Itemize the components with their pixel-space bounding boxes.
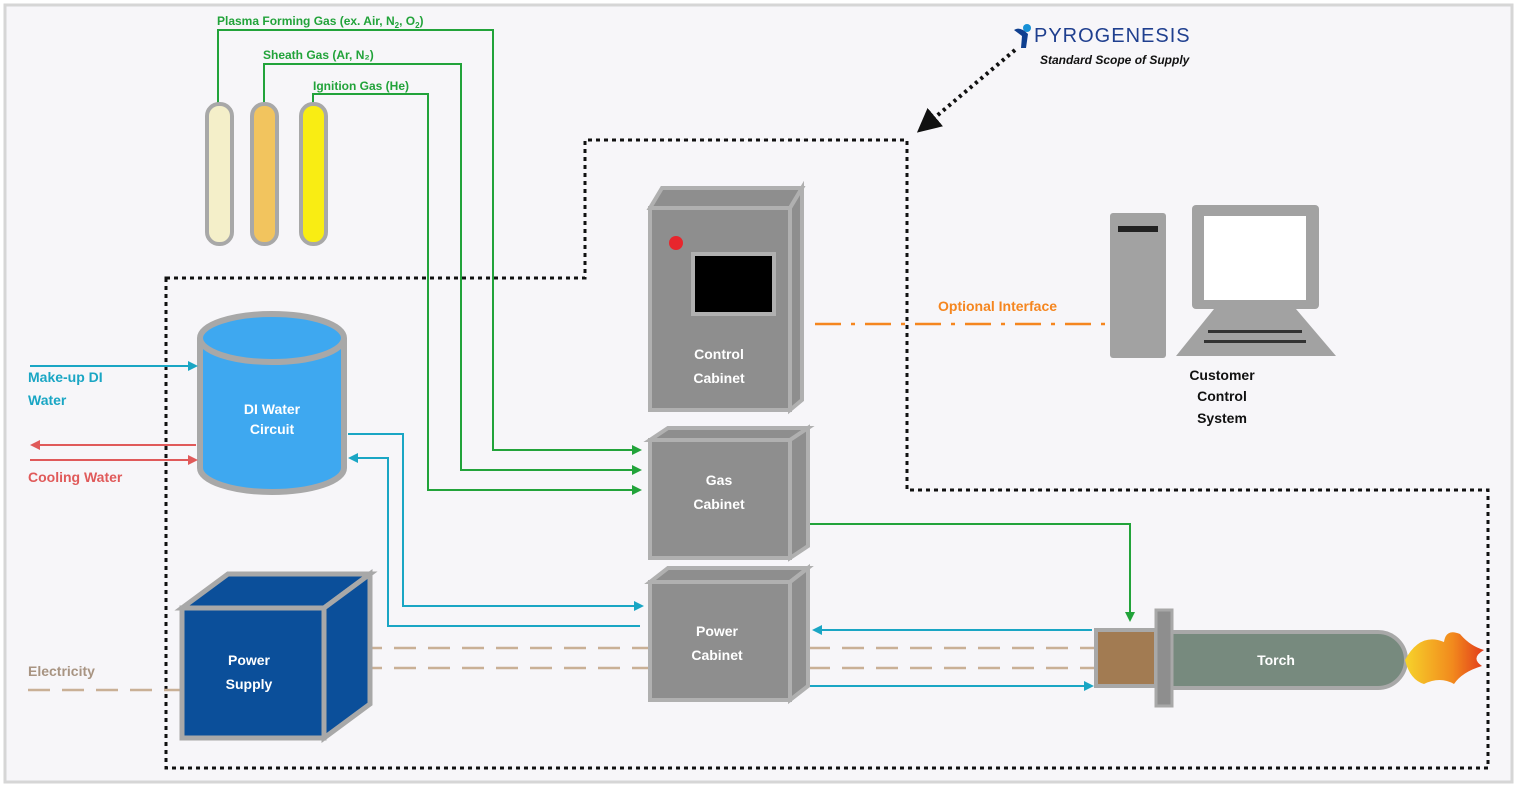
control-cabinet: Control Cabinet (646, 180, 806, 415)
ignition-gas-label: Ignition Gas (He) (313, 79, 409, 93)
di-water-label-2: Circuit (250, 421, 295, 437)
electricity-label: Electricity (28, 663, 95, 679)
logo-text: PYROGENESIS (1034, 25, 1191, 47)
power-cabinet-label-2: Cabinet (691, 647, 743, 663)
power-cabinet-label-1: Power (696, 623, 739, 639)
scope-note: Standard Scope of Supply (1040, 53, 1191, 67)
sheath-gas-line (263, 63, 642, 475)
cooling-water-label: Cooling Water (28, 469, 123, 485)
pyrogenesis-logo: PYROGENESIS Standard Scope of Supply (1014, 24, 1191, 67)
customer-label-2: Control (1197, 388, 1247, 404)
makeup-water-label-2: Water (28, 392, 67, 408)
sheath-gas-label: Sheath Gas (Ar, N₂) (263, 48, 374, 62)
water-to-power-cabinet-line (348, 433, 644, 611)
scope-boundary (164, 138, 1490, 770)
control-cabinet-label-1: Control (694, 346, 744, 362)
flame-icon (1405, 632, 1484, 684)
torch-connector (1094, 628, 1158, 688)
plasma-gas-line (217, 29, 642, 455)
status-light (669, 236, 683, 250)
control-screen (691, 252, 776, 316)
power-cabinet: Power Cabinet (644, 563, 814, 705)
torch-flange (1154, 608, 1174, 708)
gas-cabinet-label-1: Gas (706, 472, 733, 488)
gas-to-torch-line (808, 523, 1135, 622)
power-supply-label-2: Supply (226, 676, 273, 692)
gas-cabinet-label-2: Cabinet (693, 496, 745, 512)
plasma-torch: Torch (1094, 608, 1484, 708)
ignition-gas-cylinder (299, 102, 328, 246)
sheath-gas-cylinder (250, 102, 279, 246)
monitor-screen (1204, 216, 1306, 300)
makeup-water-label-1: Make-up DI (28, 369, 103, 385)
plasma-gas-cylinder (205, 102, 234, 246)
di-water-label-1: DI Water (244, 401, 301, 417)
di-water-circuit: DI Water Circuit (197, 311, 347, 495)
power-supply: Power Supply (174, 569, 378, 743)
gas-supply-lines (217, 29, 1135, 622)
optional-interface-label: Optional Interface (938, 298, 1057, 314)
electricity-lines (28, 646, 1094, 692)
plasma-gas-label: Plasma Forming Gas (ex. Air, N2, O2) (217, 14, 424, 30)
di-water-loop-lines (348, 433, 1094, 691)
water-return-line (348, 453, 640, 627)
power-supply-label-1: Power (228, 652, 271, 668)
ignition-gas-line (312, 93, 642, 495)
pyrogenesis-logo-icon (1014, 24, 1031, 48)
customer-label-1: Customer (1189, 367, 1255, 383)
customer-label-3: System (1197, 410, 1247, 426)
control-cabinet-label-2: Cabinet (693, 370, 745, 386)
torch-label: Torch (1257, 652, 1295, 668)
gas-cabinet: Gas Cabinet (643, 424, 815, 562)
computer-tower (1110, 213, 1166, 358)
customer-control-system: Customer Control System (1110, 205, 1336, 426)
